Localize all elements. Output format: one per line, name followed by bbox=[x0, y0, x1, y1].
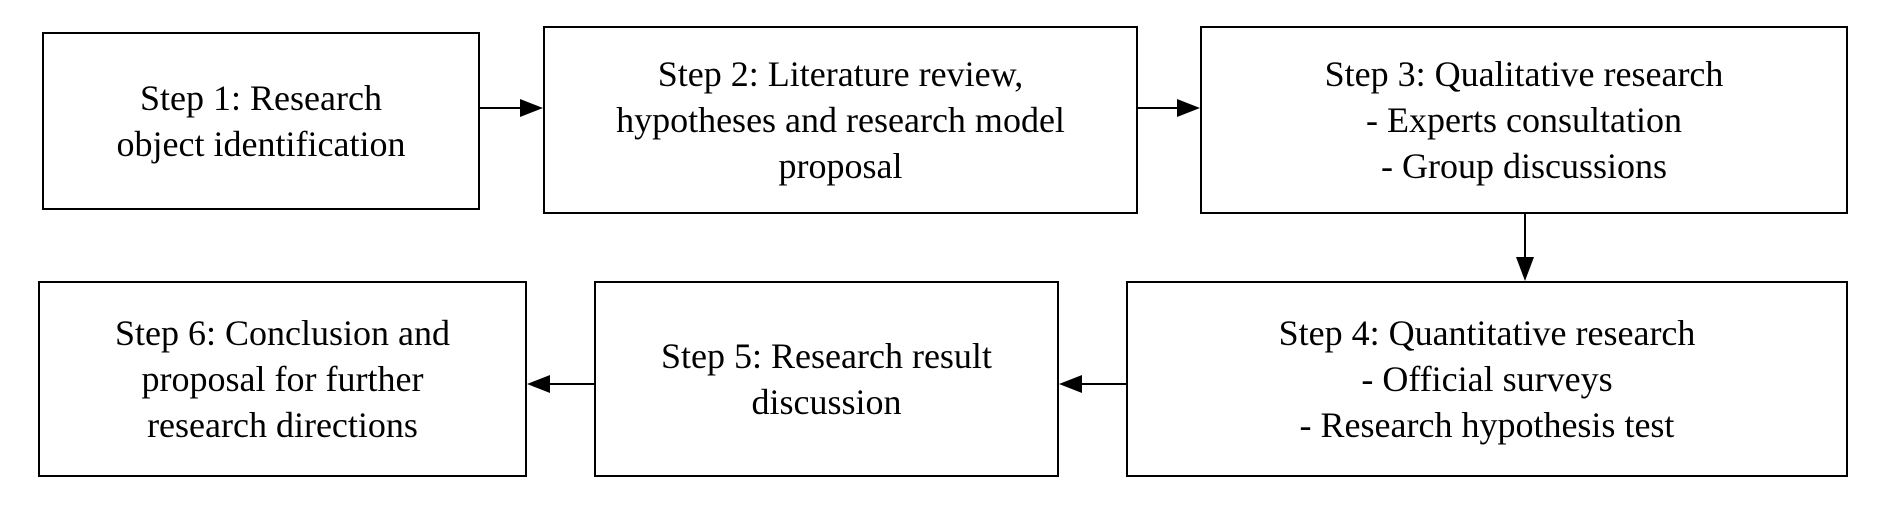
step-2-text: Step 2: Literature review, hypotheses an… bbox=[616, 51, 1065, 189]
step-3-line-1: Step 3: Qualitative research bbox=[1324, 54, 1724, 94]
step-4-box: Step 4: Quantitative research - Official… bbox=[1126, 281, 1848, 477]
step-6-line-1: Step 6: Conclusion and bbox=[115, 313, 450, 353]
step-5-line-1: Step 5: Research result bbox=[661, 336, 992, 376]
arrowhead-5-to-6 bbox=[527, 375, 550, 393]
step-5-text: Step 5: Research result discussion bbox=[661, 333, 992, 425]
arrowhead-2-to-3 bbox=[1177, 99, 1200, 117]
step-1-line-2: object identification bbox=[116, 124, 406, 164]
step-3-line-3: - Group discussions bbox=[1380, 146, 1667, 186]
step-6-box: Step 6: Conclusion and proposal for furt… bbox=[38, 281, 527, 477]
step-6-text: Step 6: Conclusion and proposal for furt… bbox=[115, 310, 450, 448]
step-2-box: Step 2: Literature review, hypotheses an… bbox=[543, 26, 1138, 214]
step-4-line-3: - Research hypothesis test bbox=[1299, 405, 1675, 445]
arrowhead-1-to-2 bbox=[520, 99, 543, 117]
step-1-line-1: Step 1: Research bbox=[140, 78, 382, 118]
step-2-line-3: proposal bbox=[778, 146, 903, 186]
step-3-line-2: - Experts consultation bbox=[1366, 100, 1682, 140]
step-5-box: Step 5: Research result discussion bbox=[594, 281, 1059, 477]
step-4-line-1: Step 4: Quantitative research bbox=[1278, 313, 1696, 353]
step-4-line-2: - Official surveys bbox=[1361, 359, 1613, 399]
arrowhead-4-to-5 bbox=[1059, 375, 1082, 393]
step-1-text: Step 1: Research object identification bbox=[117, 75, 406, 167]
step-3-text: Step 3: Qualitative research - Experts c… bbox=[1325, 51, 1724, 189]
step-6-line-3: research directions bbox=[147, 405, 418, 445]
step-2-line-2: hypotheses and research model bbox=[616, 100, 1065, 140]
step-2-line-1: Step 2: Literature review, bbox=[657, 54, 1024, 94]
step-6-line-2: proposal for further bbox=[141, 359, 424, 399]
step-5-line-2: discussion bbox=[751, 382, 902, 422]
step-4-text: Step 4: Quantitative research - Official… bbox=[1279, 310, 1696, 448]
step-1-box: Step 1: Research object identification bbox=[42, 32, 480, 210]
step-3-box: Step 3: Qualitative research - Experts c… bbox=[1200, 26, 1848, 214]
arrowhead-3-to-4 bbox=[1516, 257, 1534, 281]
